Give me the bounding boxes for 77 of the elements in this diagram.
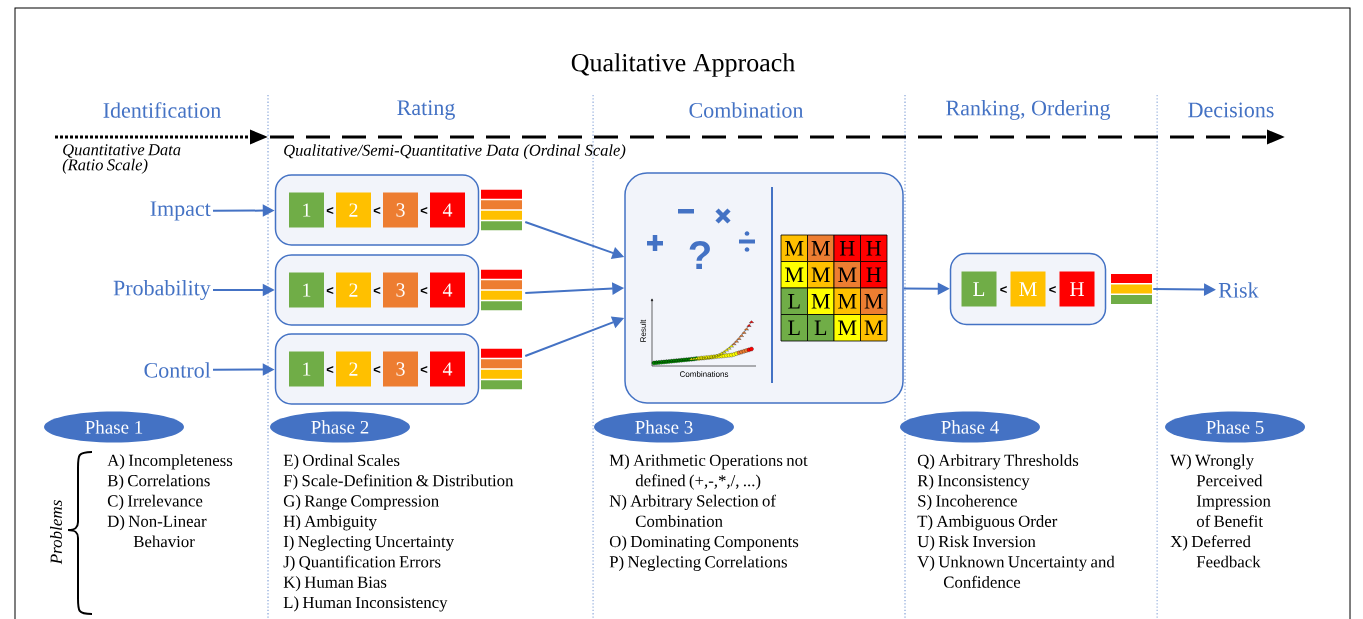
level-square: 2 <box>336 192 371 228</box>
column-heading: Combination <box>689 102 804 118</box>
data-type-label: Qualitative/Semi-Quantitative Data (Ordinal Scale) <box>284 144 626 160</box>
problem-item: R) Inconsistency <box>917 474 1030 490</box>
problem-item: E) Ordinal Scales <box>283 454 400 470</box>
matrix-cell: L <box>807 314 835 342</box>
axis-label: Result <box>640 319 646 342</box>
problem-item: F) Scale-Definition & Distribution <box>283 474 514 490</box>
matrix-cell: M <box>833 287 861 315</box>
problem-item: V) Unknown Uncertainty and Confidence <box>917 555 1115 588</box>
matrix-cell: M <box>860 287 888 315</box>
input-label: Probability <box>113 280 211 300</box>
column-heading: Ranking, Ordering <box>946 100 1111 120</box>
matrix-cell: M <box>780 261 808 289</box>
problem-item: X) Deferred Feedback <box>1170 535 1261 568</box>
matrix-cell: M <box>833 314 861 342</box>
less-than-sign: < <box>1000 286 1007 294</box>
level-square: 1 <box>289 351 324 387</box>
level-square: 3 <box>383 192 418 228</box>
level-square: 1 <box>289 192 324 228</box>
less-than-sign: < <box>326 366 334 374</box>
problem-item: B) Correlations <box>107 474 210 490</box>
problem-item: T) Ambiguous Order <box>917 515 1058 531</box>
less-than-sign: < <box>373 207 381 215</box>
matrix-cell: M <box>807 287 835 315</box>
less-than-sign: < <box>326 207 334 215</box>
question-mark: ? <box>689 241 710 269</box>
problem-item: D) Non-Linear Behavior <box>107 515 207 548</box>
less-than-sign: < <box>373 366 381 374</box>
matrix-cell: H <box>860 261 888 289</box>
input-label: Impact <box>150 201 211 221</box>
problem-item: I) Neglecting Uncertainty <box>283 535 454 551</box>
matrix-cell: M <box>780 234 808 262</box>
problem-item: K) Human Bias <box>283 576 387 592</box>
problem-item: G) Range Compression <box>283 494 439 511</box>
input-label: Control <box>144 362 211 378</box>
level-square: 3 <box>383 351 418 387</box>
problem-item: C) Irrelevance <box>107 494 203 511</box>
level-square: 4 <box>430 351 465 387</box>
problem-item: O) Dominating Components <box>609 535 799 551</box>
level-square: 3 <box>383 272 418 308</box>
problem-item: S) Incoherence <box>918 494 1017 511</box>
problem-item: U) Risk Inversion <box>917 535 1036 551</box>
axis-label: Combinations <box>679 371 729 377</box>
less-than-sign: < <box>326 287 334 295</box>
problem-item: H) Ambiguity <box>283 515 377 531</box>
less-than-sign: < <box>420 366 428 374</box>
problem-item: N) Arbitrary Selection of Combination <box>609 494 776 527</box>
less-than-sign: < <box>420 287 428 295</box>
matrix-cell: M <box>833 261 861 289</box>
matrix-cell: L <box>780 287 808 315</box>
problems-label: Problems <box>50 500 62 565</box>
level-square: 1 <box>289 272 324 308</box>
level-square: 4 <box>430 192 465 228</box>
problem-item: L) Human Inconsistency <box>283 596 448 612</box>
less-than-sign: < <box>420 207 428 215</box>
level-square: 4 <box>430 272 465 308</box>
data-type-label: Quantitative Data (Ratio Scale) <box>62 144 181 174</box>
problem-item: P) Neglecting Correlations <box>609 555 787 571</box>
column-heading: Identification <box>103 102 221 118</box>
level-square: 2 <box>336 351 371 387</box>
matrix-cell: M <box>860 314 888 342</box>
matrix-cell: H <box>833 234 861 262</box>
problem-item: W) Wrongly Perceived Impression of Benefit <box>1170 454 1271 527</box>
matrix-cell: H <box>860 234 888 262</box>
matrix-cell: M <box>807 234 835 262</box>
title: Qualitative Approach <box>571 53 795 77</box>
output-label: Risk <box>1218 282 1259 298</box>
matrix-cell: L <box>780 314 808 342</box>
problem-item: J) Quantification Errors <box>283 555 441 571</box>
level-square: 2 <box>336 272 371 308</box>
column-heading: Rating <box>397 100 455 120</box>
problem-item: M) Arithmetic Operations not defined (+,-,*,/, ...) <box>609 454 808 490</box>
column-heading: Decisions <box>1188 102 1274 118</box>
less-than-sign: < <box>1049 286 1056 294</box>
problem-item: A) Incompleteness <box>107 454 233 470</box>
less-than-sign: < <box>373 287 381 295</box>
